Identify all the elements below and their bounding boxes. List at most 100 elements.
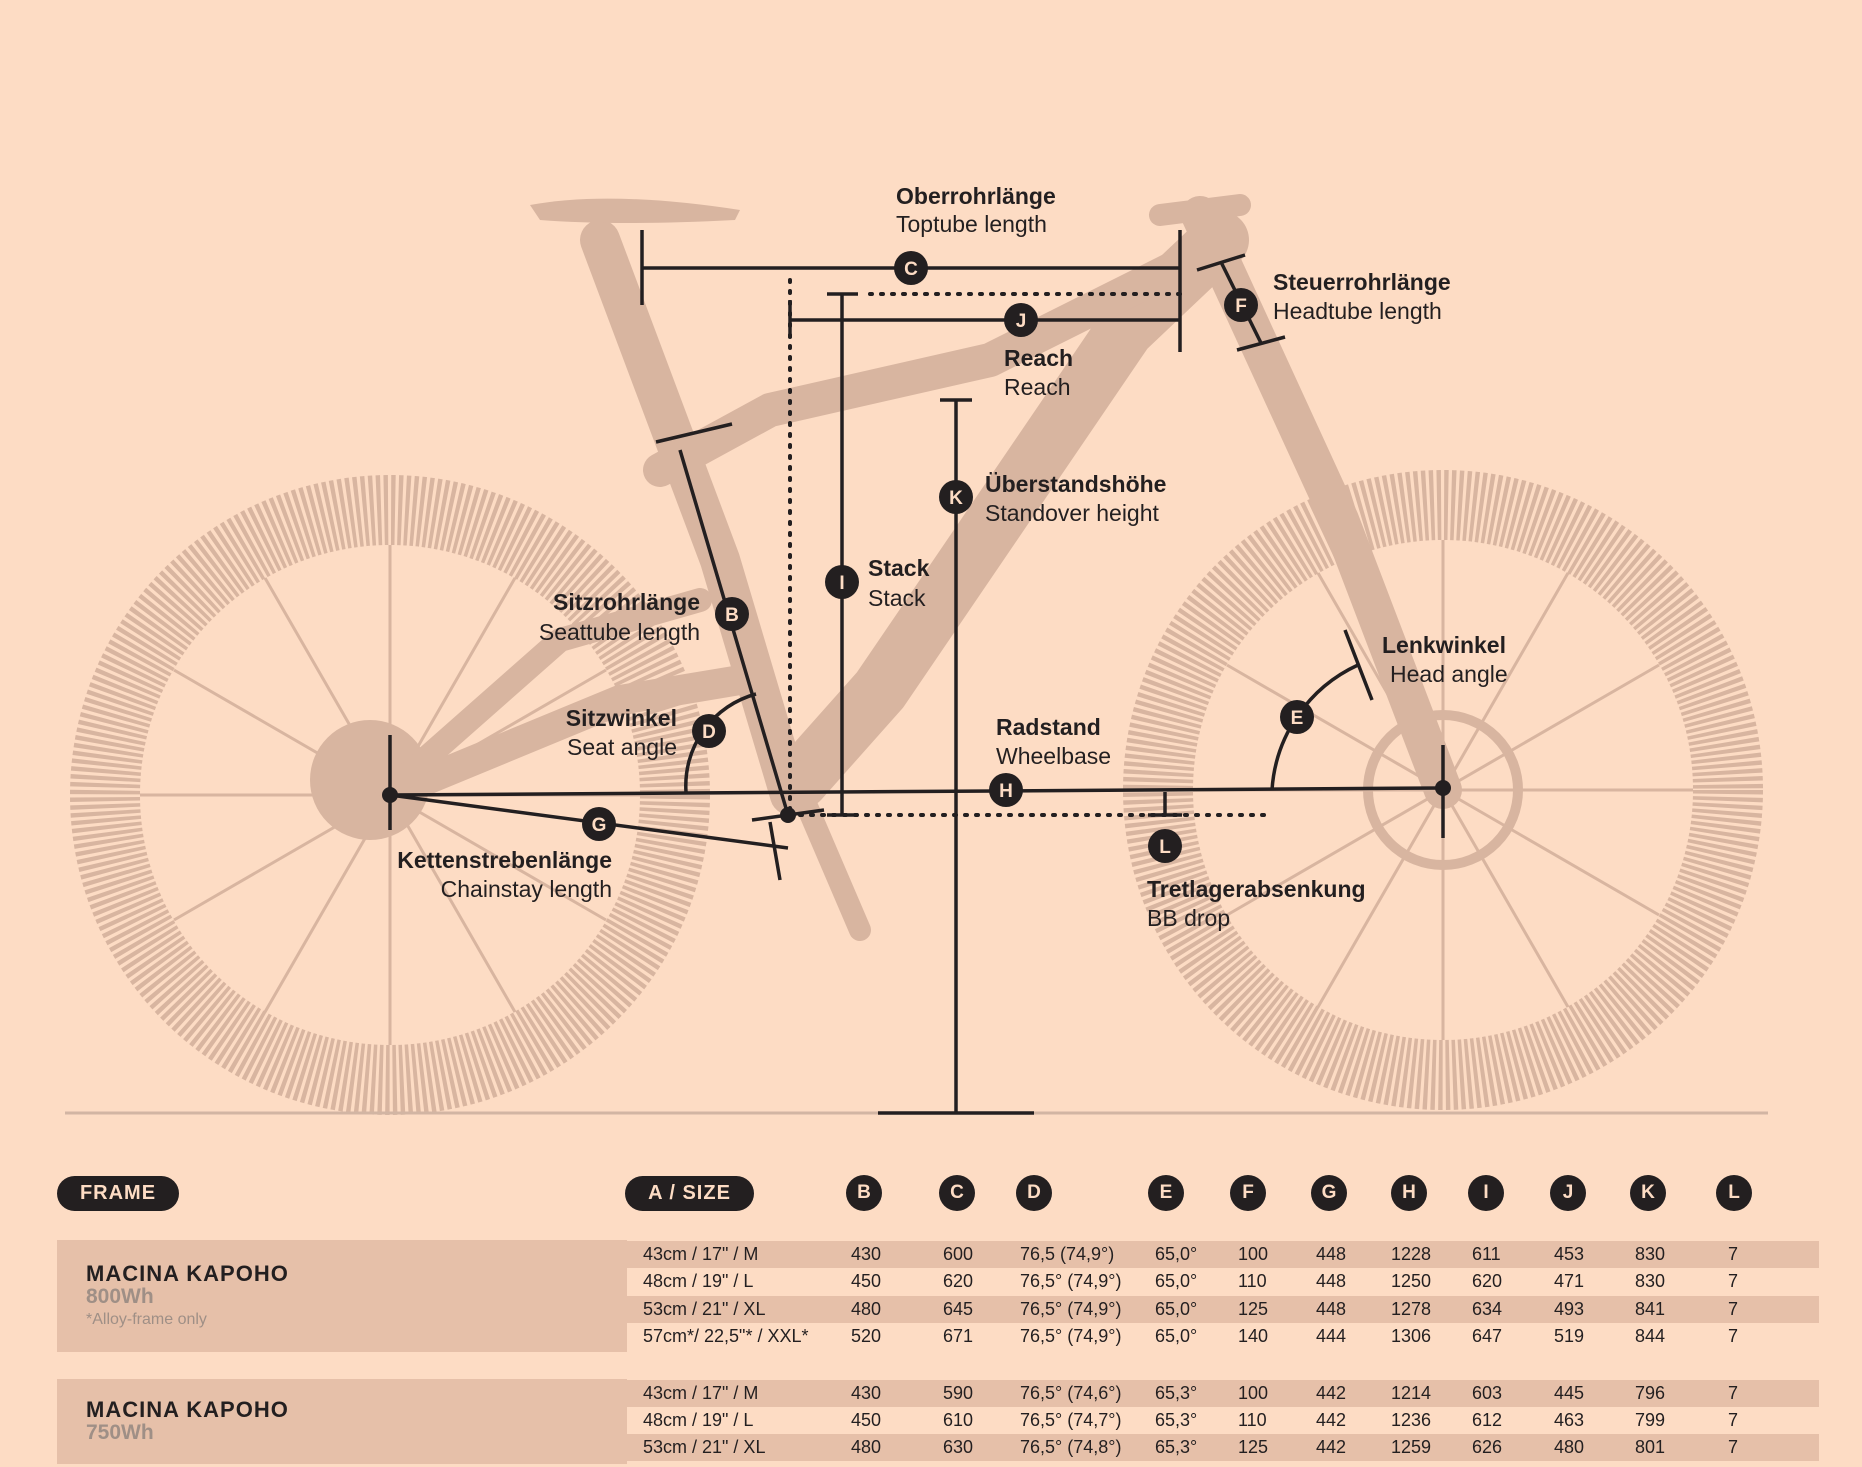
column-header-h: H: [1391, 1175, 1427, 1211]
table-row: 57cm*/ 22,5"* / XXL* 520 671 76,5° (74,9…: [627, 1323, 1819, 1350]
column-header-j: J: [1550, 1175, 1586, 1211]
svg-text:E: E: [1291, 708, 1304, 729]
label-f-de: Steuerrohrlänge: [1273, 269, 1451, 295]
marker-i: I: [825, 565, 859, 599]
label-c-de: Oberrohrlänge: [896, 183, 1056, 209]
table-row: 43cm / 17" / M 430 600 76,5 (74,9°) 65,0…: [627, 1241, 1819, 1268]
label-j-de: Reach: [1004, 345, 1073, 371]
label-h-en: Wheelbase: [996, 743, 1111, 769]
table-row: 53cm / 21" / XL 480 645 76,5° (74,9°) 65…: [627, 1296, 1819, 1323]
d-cell: 76,5° (74,8°): [1020, 1437, 1122, 1457]
k-cell: 844: [1635, 1326, 1666, 1346]
l-cell: 7: [1728, 1326, 1739, 1346]
marker-l: L: [1148, 829, 1182, 863]
marker-j: J: [1004, 303, 1038, 337]
i-cell: 612: [1472, 1410, 1503, 1430]
b-cell: 480: [851, 1437, 882, 1457]
e-cell: 65,0°: [1155, 1326, 1198, 1346]
j-cell: 463: [1554, 1410, 1585, 1430]
column-header-k: K: [1630, 1175, 1666, 1211]
label-b-en: Seattube length: [539, 619, 700, 645]
size-cell: 53cm / 21" / XL: [643, 1299, 766, 1319]
j-cell: 519: [1554, 1326, 1585, 1346]
model-block-750wh: MACINA KAPOHO 750Wh: [57, 1379, 1762, 1464]
model-note: *Alloy-frame only: [86, 1311, 207, 1328]
j-cell: 471: [1554, 1271, 1585, 1291]
g-cell: 448: [1316, 1299, 1347, 1319]
marker-f: F: [1224, 288, 1258, 322]
label-e-en: Head angle: [1390, 661, 1508, 687]
table-row: 48cm / 19" / L 450 620 76,5° (74,9°) 65,…: [627, 1268, 1819, 1295]
b-cell: 450: [851, 1271, 882, 1291]
geometry-diagram: C F J K I B E D H G L Oberrohrlänge Topt…: [65, 183, 1768, 1115]
d-cell: 76,5° (74,7°): [1020, 1410, 1122, 1430]
label-k-en: Standover height: [985, 500, 1160, 526]
c-cell: 645: [943, 1299, 974, 1319]
svg-text:J: J: [1016, 311, 1027, 332]
model-label-cell: MACINA KAPOHO 800Wh *Alloy-frame only: [57, 1240, 627, 1352]
k-cell: 841: [1635, 1299, 1666, 1319]
marker-h: H: [989, 773, 1023, 807]
k-cell: 799: [1635, 1410, 1666, 1430]
frame-header-pill: FRAME: [57, 1176, 179, 1211]
f-cell: 110: [1238, 1271, 1267, 1291]
model-name: MACINA KAPOHO: [86, 1397, 289, 1422]
table-row: 43cm / 17" / M 430 590 76,5° (74,6°) 65,…: [627, 1380, 1819, 1407]
c-cell: 590: [943, 1383, 974, 1403]
j-cell: 480: [1554, 1437, 1585, 1457]
l-cell: 7: [1728, 1299, 1739, 1319]
c-cell: 630: [943, 1437, 974, 1457]
table-row: 53cm / 21" / XL 480 630 76,5° (74,8°) 65…: [627, 1434, 1819, 1461]
h-cell: 1214: [1391, 1383, 1432, 1403]
column-header-b: B: [846, 1175, 882, 1211]
d-cell: 76,5° (74,9°): [1020, 1299, 1122, 1319]
k-cell: 830: [1635, 1271, 1666, 1291]
c-cell: 610: [943, 1410, 974, 1430]
label-j-en: Reach: [1004, 374, 1070, 400]
j-cell: 445: [1554, 1383, 1585, 1403]
l-cell: 7: [1728, 1271, 1739, 1291]
i-cell: 647: [1472, 1326, 1503, 1346]
label-d-en: Seat angle: [567, 734, 677, 760]
marker-k: K: [939, 480, 973, 514]
f-cell: 110: [1238, 1410, 1267, 1430]
label-i-en: Stack: [868, 585, 926, 611]
label-b-de: Sitzrohrlänge: [553, 589, 700, 615]
e-cell: 65,3°: [1155, 1437, 1198, 1457]
size-cell: 43cm / 17" / M: [643, 1244, 759, 1264]
marker-e: E: [1280, 700, 1314, 734]
d-cell: 76,5 (74,9°): [1020, 1244, 1115, 1264]
b-cell: 430: [851, 1383, 882, 1403]
c-cell: 600: [943, 1244, 974, 1264]
i-cell: 620: [1472, 1271, 1503, 1291]
svg-text:I: I: [839, 573, 844, 594]
i-cell: 611: [1472, 1244, 1501, 1264]
j-cell: 493: [1554, 1299, 1585, 1319]
k-cell: 830: [1635, 1244, 1666, 1264]
d-cell: 76,5° (74,9°): [1020, 1326, 1122, 1346]
svg-text:L: L: [1159, 837, 1171, 858]
svg-text:F: F: [1235, 296, 1247, 317]
g-cell: 442: [1316, 1383, 1347, 1403]
h-cell: 1259: [1391, 1437, 1432, 1457]
column-header-i: I: [1468, 1175, 1504, 1211]
i-cell: 634: [1472, 1299, 1503, 1319]
label-f-en: Headtube length: [1273, 298, 1442, 324]
label-g-en: Chainstay length: [441, 876, 612, 902]
g-cell: 448: [1316, 1244, 1347, 1264]
b-cell: 480: [851, 1299, 882, 1319]
marker-d: D: [692, 714, 726, 748]
svg-text:D: D: [702, 722, 716, 743]
j-cell: 453: [1554, 1244, 1585, 1264]
marker-c: C: [894, 251, 928, 285]
l-cell: 7: [1728, 1383, 1739, 1403]
size-cell: 48cm / 19" / L: [643, 1410, 754, 1430]
marker-g: G: [582, 807, 616, 841]
svg-text:K: K: [949, 488, 963, 509]
h-cell: 1278: [1391, 1299, 1432, 1319]
h-cell: 1306: [1391, 1326, 1432, 1346]
label-d-de: Sitzwinkel: [566, 705, 677, 731]
model-battery: 750Wh: [86, 1421, 154, 1444]
i-cell: 626: [1472, 1437, 1503, 1457]
f-cell: 125: [1238, 1299, 1269, 1319]
